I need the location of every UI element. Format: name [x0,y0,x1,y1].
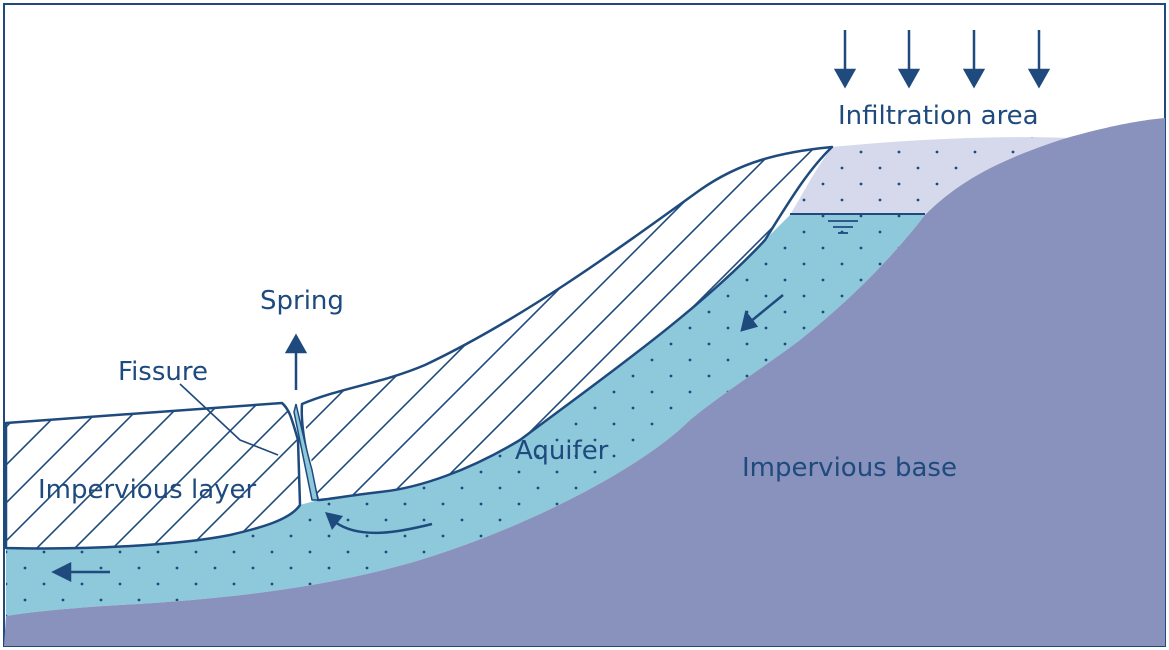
hatch-line [6,403,153,549]
label-impervious-layer: Impervious layer [38,475,257,505]
hatch-line [24,403,191,549]
hatch-line [176,403,300,549]
infiltration-arrow-1 [833,30,857,89]
hatch-line [138,403,300,549]
hatch-line [413,147,785,500]
label-fissure: Fissure [118,357,208,387]
hatch-line [6,403,77,549]
hatch-line [6,403,115,549]
infiltration-arrows [833,30,1051,89]
flow-arrow-to-spring [325,512,433,535]
infiltration-arrow-2 [897,30,921,89]
impervious-base [4,118,1165,646]
fissure-leader [179,383,279,456]
lower-impervious-layer [4,401,302,550]
upper-impervious-layer [300,145,834,502]
flow-arrow-left [51,561,110,583]
infiltration-arrow-4 [1027,30,1051,89]
label-impervious-base: Impervious base [742,453,957,483]
fissure-water [293,403,319,501]
infiltration-arrow-3 [962,30,986,89]
label-aquifer: Aquifer [515,436,609,466]
spring-arrow [284,333,308,390]
label-spring: Spring [260,286,344,316]
hatch-line [100,403,267,549]
unsaturated-zone-dots [790,137,1070,215]
label-infiltration-area: Infiltration area [838,101,1039,131]
water-table-icon [828,220,858,234]
hatch-line [62,403,229,549]
aquifer-dots [6,215,925,616]
flow-arrow-down-slope [740,294,784,332]
